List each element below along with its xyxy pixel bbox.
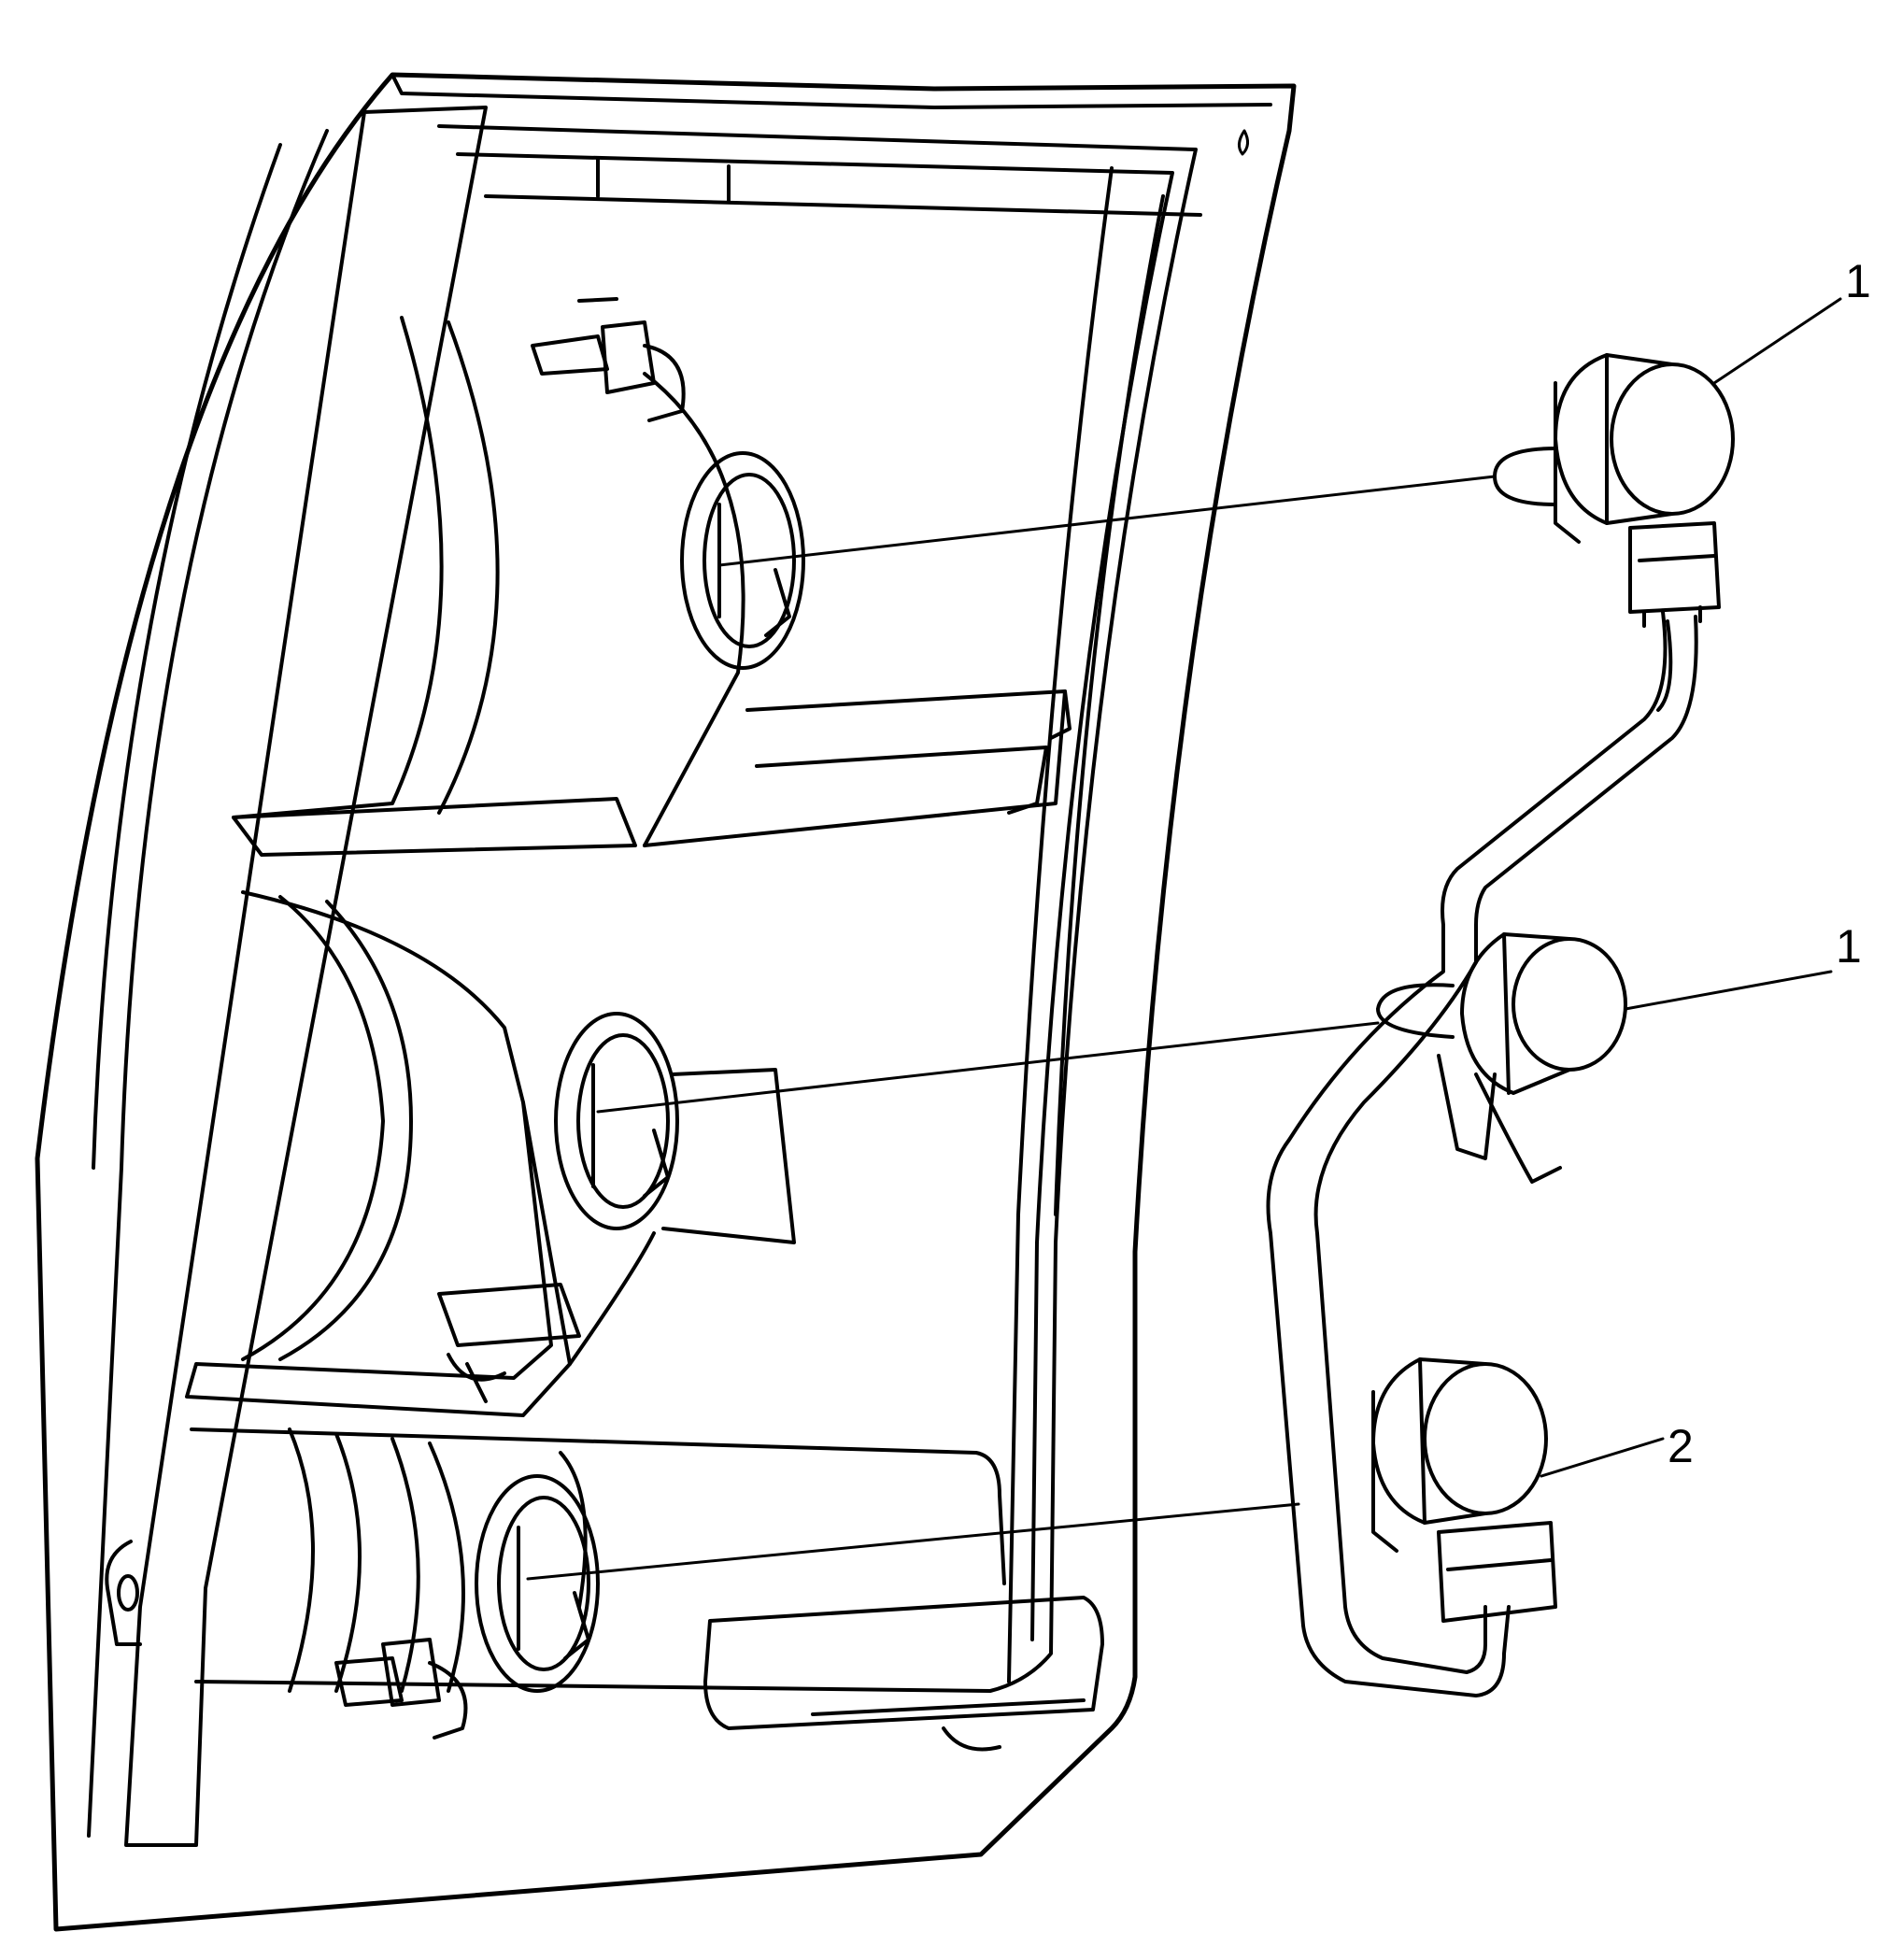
upper-bulb-socket-hole	[680, 451, 805, 670]
callout-label-1-upper: 1	[1845, 255, 1871, 307]
lower-reflector	[105, 1427, 1104, 1752]
bulb-socket-middle	[1376, 932, 1627, 1184]
callout-label-1-middle: 1	[1836, 920, 1862, 973]
bulb-socket-lower	[1371, 1357, 1557, 1623]
middle-reflector	[185, 890, 796, 1417]
install-guide-lines	[526, 475, 1497, 1581]
tail-lamp-housing	[35, 72, 1297, 1932]
callout-leaders	[1540, 297, 1842, 1478]
middle-bulb-socket-hole	[554, 1012, 679, 1230]
callout-labels: 1 1 2	[1668, 255, 1871, 1472]
callout-leader-2	[1540, 1437, 1665, 1478]
upper-reflector	[232, 297, 1072, 857]
wiring-harness	[1266, 610, 1698, 1697]
bulb-socket-upper	[1493, 353, 1735, 628]
callout-leader-1-middle	[1624, 970, 1833, 1011]
callout-label-2: 2	[1668, 1420, 1694, 1472]
callout-leader-1-upper	[1712, 297, 1842, 385]
lower-bulb-socket-hole	[475, 1474, 600, 1693]
